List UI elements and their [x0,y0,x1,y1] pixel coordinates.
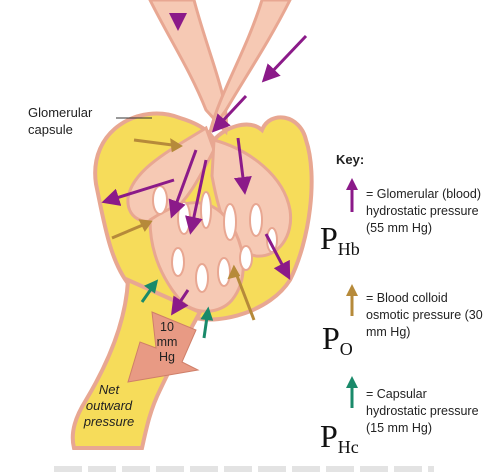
key-arrow-glomerular-icon [346,178,358,212]
net-outward-pressure-arrow [127,311,200,383]
capsular-hydrostatic-arrows [140,279,214,339]
caption-fragment [54,466,434,472]
ten-mm-hg-label: 10 mm Hg [156,320,178,364]
efferent-arteriole [208,0,292,133]
colloid-osmotic-arrows [111,138,256,321]
glomerular-capsule-label: Glomerular capsule [28,105,93,137]
key-arrow-colloid-icon [346,284,358,316]
key-symbol-po: PO [322,320,353,359]
net-outward-pressure-label: Net outward pressure [83,382,135,429]
key-text-glomerular: = Glomerular (blood) hydrostatic pressur… [366,187,481,235]
key-text-capsular: = Capsular hydrostatic pressure (15 mm H… [366,387,479,435]
key-symbol-phb: PHb [320,220,360,259]
key-symbol-phc: PHc [320,418,359,457]
key-title: Key: [336,152,365,167]
glomerular-hydrostatic-arrows [101,13,308,316]
key-text-colloid: = Blood colloid osmotic pressure (30 mm … [366,291,483,339]
capillary-lumens [152,185,278,293]
key-arrow-capsular-icon [346,376,358,408]
